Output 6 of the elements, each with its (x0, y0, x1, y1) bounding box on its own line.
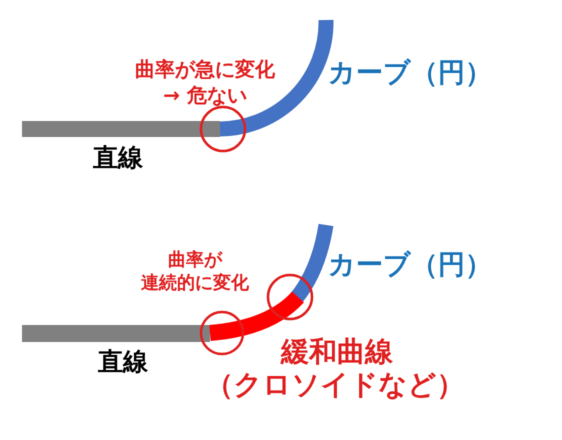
warning-label: 曲率が急に変化→ 危ない (135, 56, 275, 108)
note-label: 曲率が連続的に変化 (141, 248, 249, 296)
curve-label: カーブ（円） (328, 56, 492, 90)
straight-label: 直線 (98, 346, 148, 378)
straight-label: 直線 (93, 142, 143, 174)
curve-label: カーブ（円） (328, 248, 492, 282)
